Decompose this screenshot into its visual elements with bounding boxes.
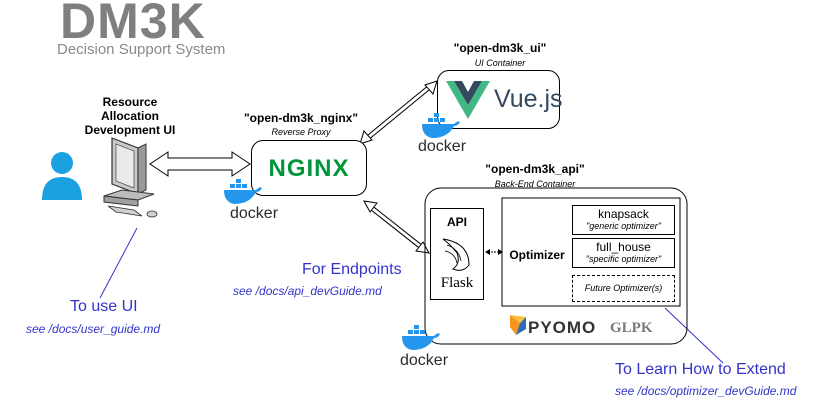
vue-logo-text: Vue.js [494, 85, 563, 113]
nginx-box: NGINX [251, 140, 367, 196]
optimizer-subtitle: "generic optimizer" [586, 221, 661, 231]
api-container-box [424, 187, 688, 345]
docker-label: docker [418, 138, 467, 155]
ui-client-label-line2: Allocation [100, 109, 159, 123]
arrow-nginx-api [363, 200, 430, 254]
annotation-use-ui-doc[interactable]: see /docs/user_guide.md [26, 322, 161, 336]
ui-container-box: Vue.js [437, 70, 563, 129]
nginx-logo: NGINX [268, 155, 350, 182]
docker-whale-icon [224, 179, 262, 204]
optimizer-item-future: Future Optimizer(s) [572, 275, 675, 302]
pyomo-label: PYOMO [528, 318, 597, 337]
vue-logo-icon [446, 81, 490, 119]
api-container-name: "open-dm3k_api" [485, 162, 585, 176]
api-box: API Flask [430, 208, 484, 300]
annotation-extend-doc[interactable]: see /docs/optimizer_devGuide.md [615, 384, 797, 398]
optimizer-title: knapsack [598, 207, 649, 221]
pyomo-logo-icon [510, 315, 526, 335]
docker-whale-icon [402, 325, 440, 350]
flask-label: Flask [440, 275, 474, 291]
annotation-endpoints: For Endpoints [302, 261, 402, 278]
leader-extend [664, 307, 724, 364]
optimizer-subtitle: "specific optimizer" [585, 254, 662, 264]
optimizer-label: Optimizer [509, 248, 565, 262]
app-subtitle: Decision Support System [57, 41, 226, 58]
optimizer-title: full_house [596, 240, 651, 254]
ui-client-label-line3: Development UI [84, 123, 176, 137]
arrow-nginx-vue [359, 80, 438, 145]
ui-client-label: Resource Allocation Development UI [78, 95, 182, 137]
computer-icon [103, 137, 158, 218]
annotation-extend: To Learn How to Extend [615, 361, 786, 378]
api-container-role: Back-End Container [494, 179, 576, 189]
annotation-endpoints-doc[interactable]: see /docs/api_devGuide.md [233, 284, 382, 298]
arrow-api-optimizer [485, 249, 503, 255]
app-title: DM3K [60, 0, 206, 49]
ui-client-label-line1: Resource [102, 95, 158, 109]
user-icon [42, 152, 82, 200]
docker-whale-icon [422, 113, 460, 138]
ui-container-role: UI Container [474, 58, 526, 68]
nginx-role: Reverse Proxy [271, 127, 331, 137]
optimizer-item: full_house "specific optimizer" [572, 238, 675, 268]
optimizer-title: Future Optimizer(s) [584, 283, 663, 293]
annotation-use-ui: To use UI [70, 298, 138, 315]
docker-label: docker [400, 352, 449, 369]
glpk-label: GLPK [610, 320, 653, 336]
optimizer-box [501, 197, 681, 307]
nginx-name: "open-dm3k_nginx" [243, 111, 359, 125]
flask-horn-icon [442, 238, 470, 271]
api-label: API [446, 215, 467, 229]
optimizer-item: knapsack "generic optimizer" [572, 205, 675, 235]
docker-label: docker [230, 205, 279, 222]
arrow-ui-nginx [149, 151, 251, 177]
leader-use-ui [99, 227, 138, 299]
ui-container-name: "open-dm3k_ui" [453, 41, 547, 55]
